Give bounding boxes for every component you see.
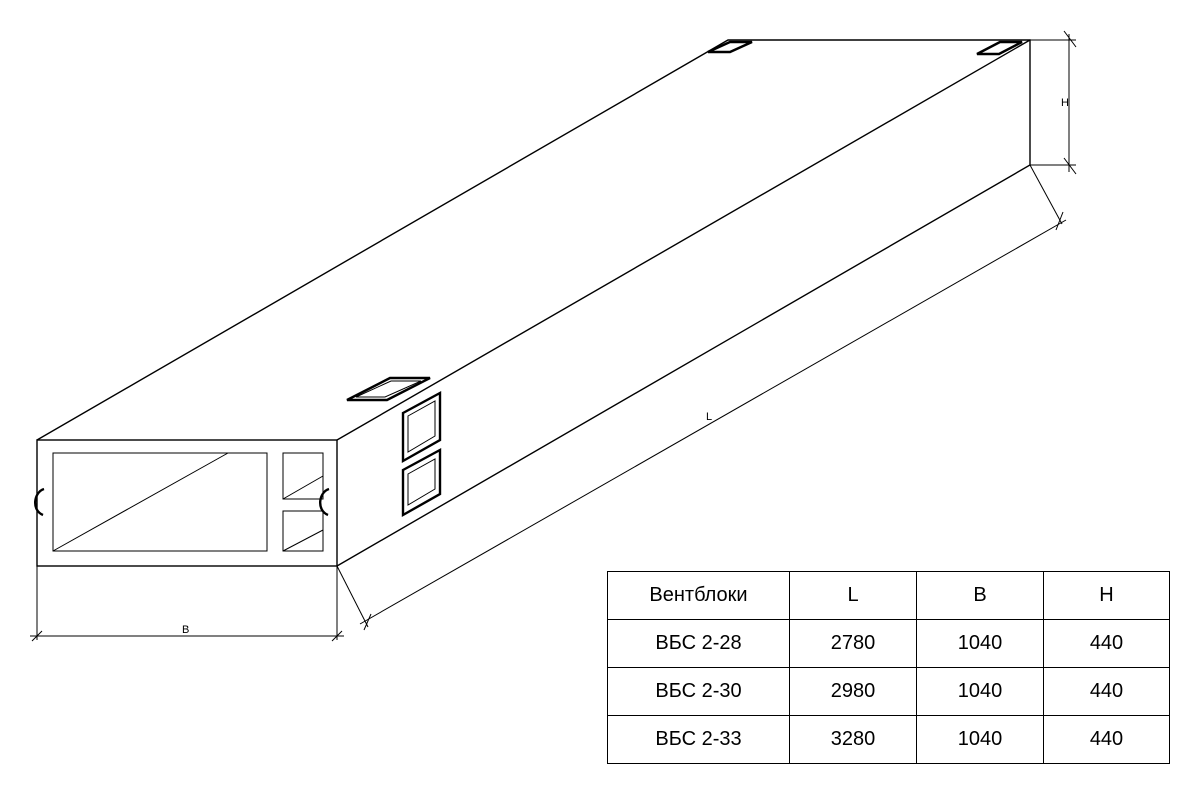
cell-width: 1040 [916,667,1044,716]
cell-height: 440 [1043,715,1170,764]
top-opening-front [346,376,431,402]
header-cell-name: Вентблоки [607,571,790,620]
block-dimensions-table: Вентблоки L B H ВБС 2-28 2780 1040 440 В… [607,571,1170,764]
cell-name: ВБС 2-33 [607,715,790,764]
side-opening-upper [401,390,442,464]
dimension-length-label: L [706,411,712,423]
cell-length: 2780 [789,619,917,668]
cell-name: ВБС 2-28 [607,619,790,668]
cell-width: 1040 [916,619,1044,668]
lifting-loop-left [34,487,45,517]
dimension-height-label: H [1061,97,1069,109]
cell-length: 2980 [789,667,917,716]
table-header-row: Вентблоки L B H [607,571,1170,620]
dimension-length: L [336,164,1067,631]
top-opening-rear-right [976,40,1023,56]
table-row: ВБС 2-30 2980 1040 440 [607,667,1170,716]
cell-height: 440 [1043,667,1170,716]
cell-length: 3280 [789,715,917,764]
table-row: ВБС 2-28 2780 1040 440 [607,619,1170,668]
header-cell-width: B [916,571,1044,620]
cell-name: ВБС 2-30 [607,667,790,716]
dimension-width: B [30,566,344,642]
header-cell-length: L [789,571,917,620]
dimension-height: H [1030,30,1077,175]
top-opening-rear-left [707,40,753,54]
cell-width: 1040 [916,715,1044,764]
table-row: ВБС 2-33 3280 1040 440 [607,715,1170,764]
lifting-loop-right [319,487,330,517]
dimension-width-label: B [182,624,189,636]
block-end-face [36,439,338,567]
side-opening-lower [401,447,442,518]
block-top-face [36,39,1031,567]
header-cell-height: H [1043,571,1170,620]
cell-height: 440 [1043,619,1170,668]
